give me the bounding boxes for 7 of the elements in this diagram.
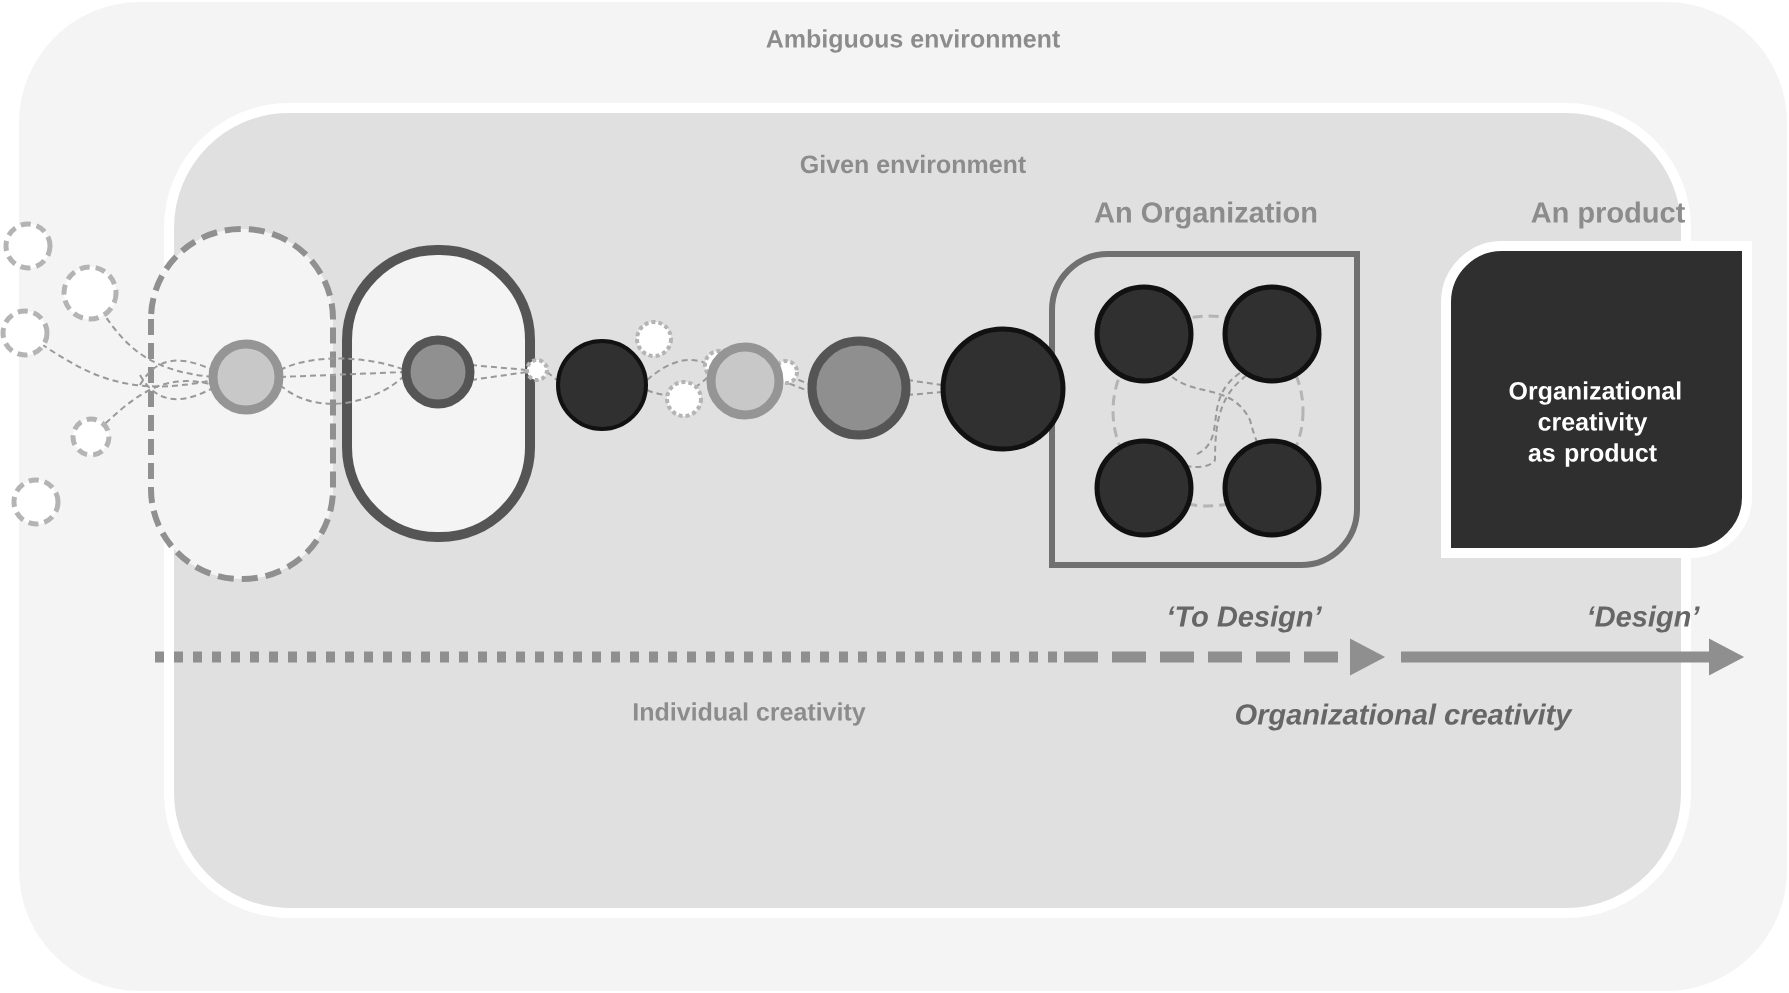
- heading: Given environment: [800, 154, 1026, 174]
- label: ‘To Design’: [1169, 605, 1322, 633]
- label: Individual creativity: [633, 702, 866, 726]
- heading: Ambiguous environment: [766, 29, 1060, 53]
- label: ‘Design’: [1589, 605, 1700, 633]
- heading: An Organization: [1094, 201, 1317, 229]
- label: Organizational creativity: [1236, 703, 1573, 731]
